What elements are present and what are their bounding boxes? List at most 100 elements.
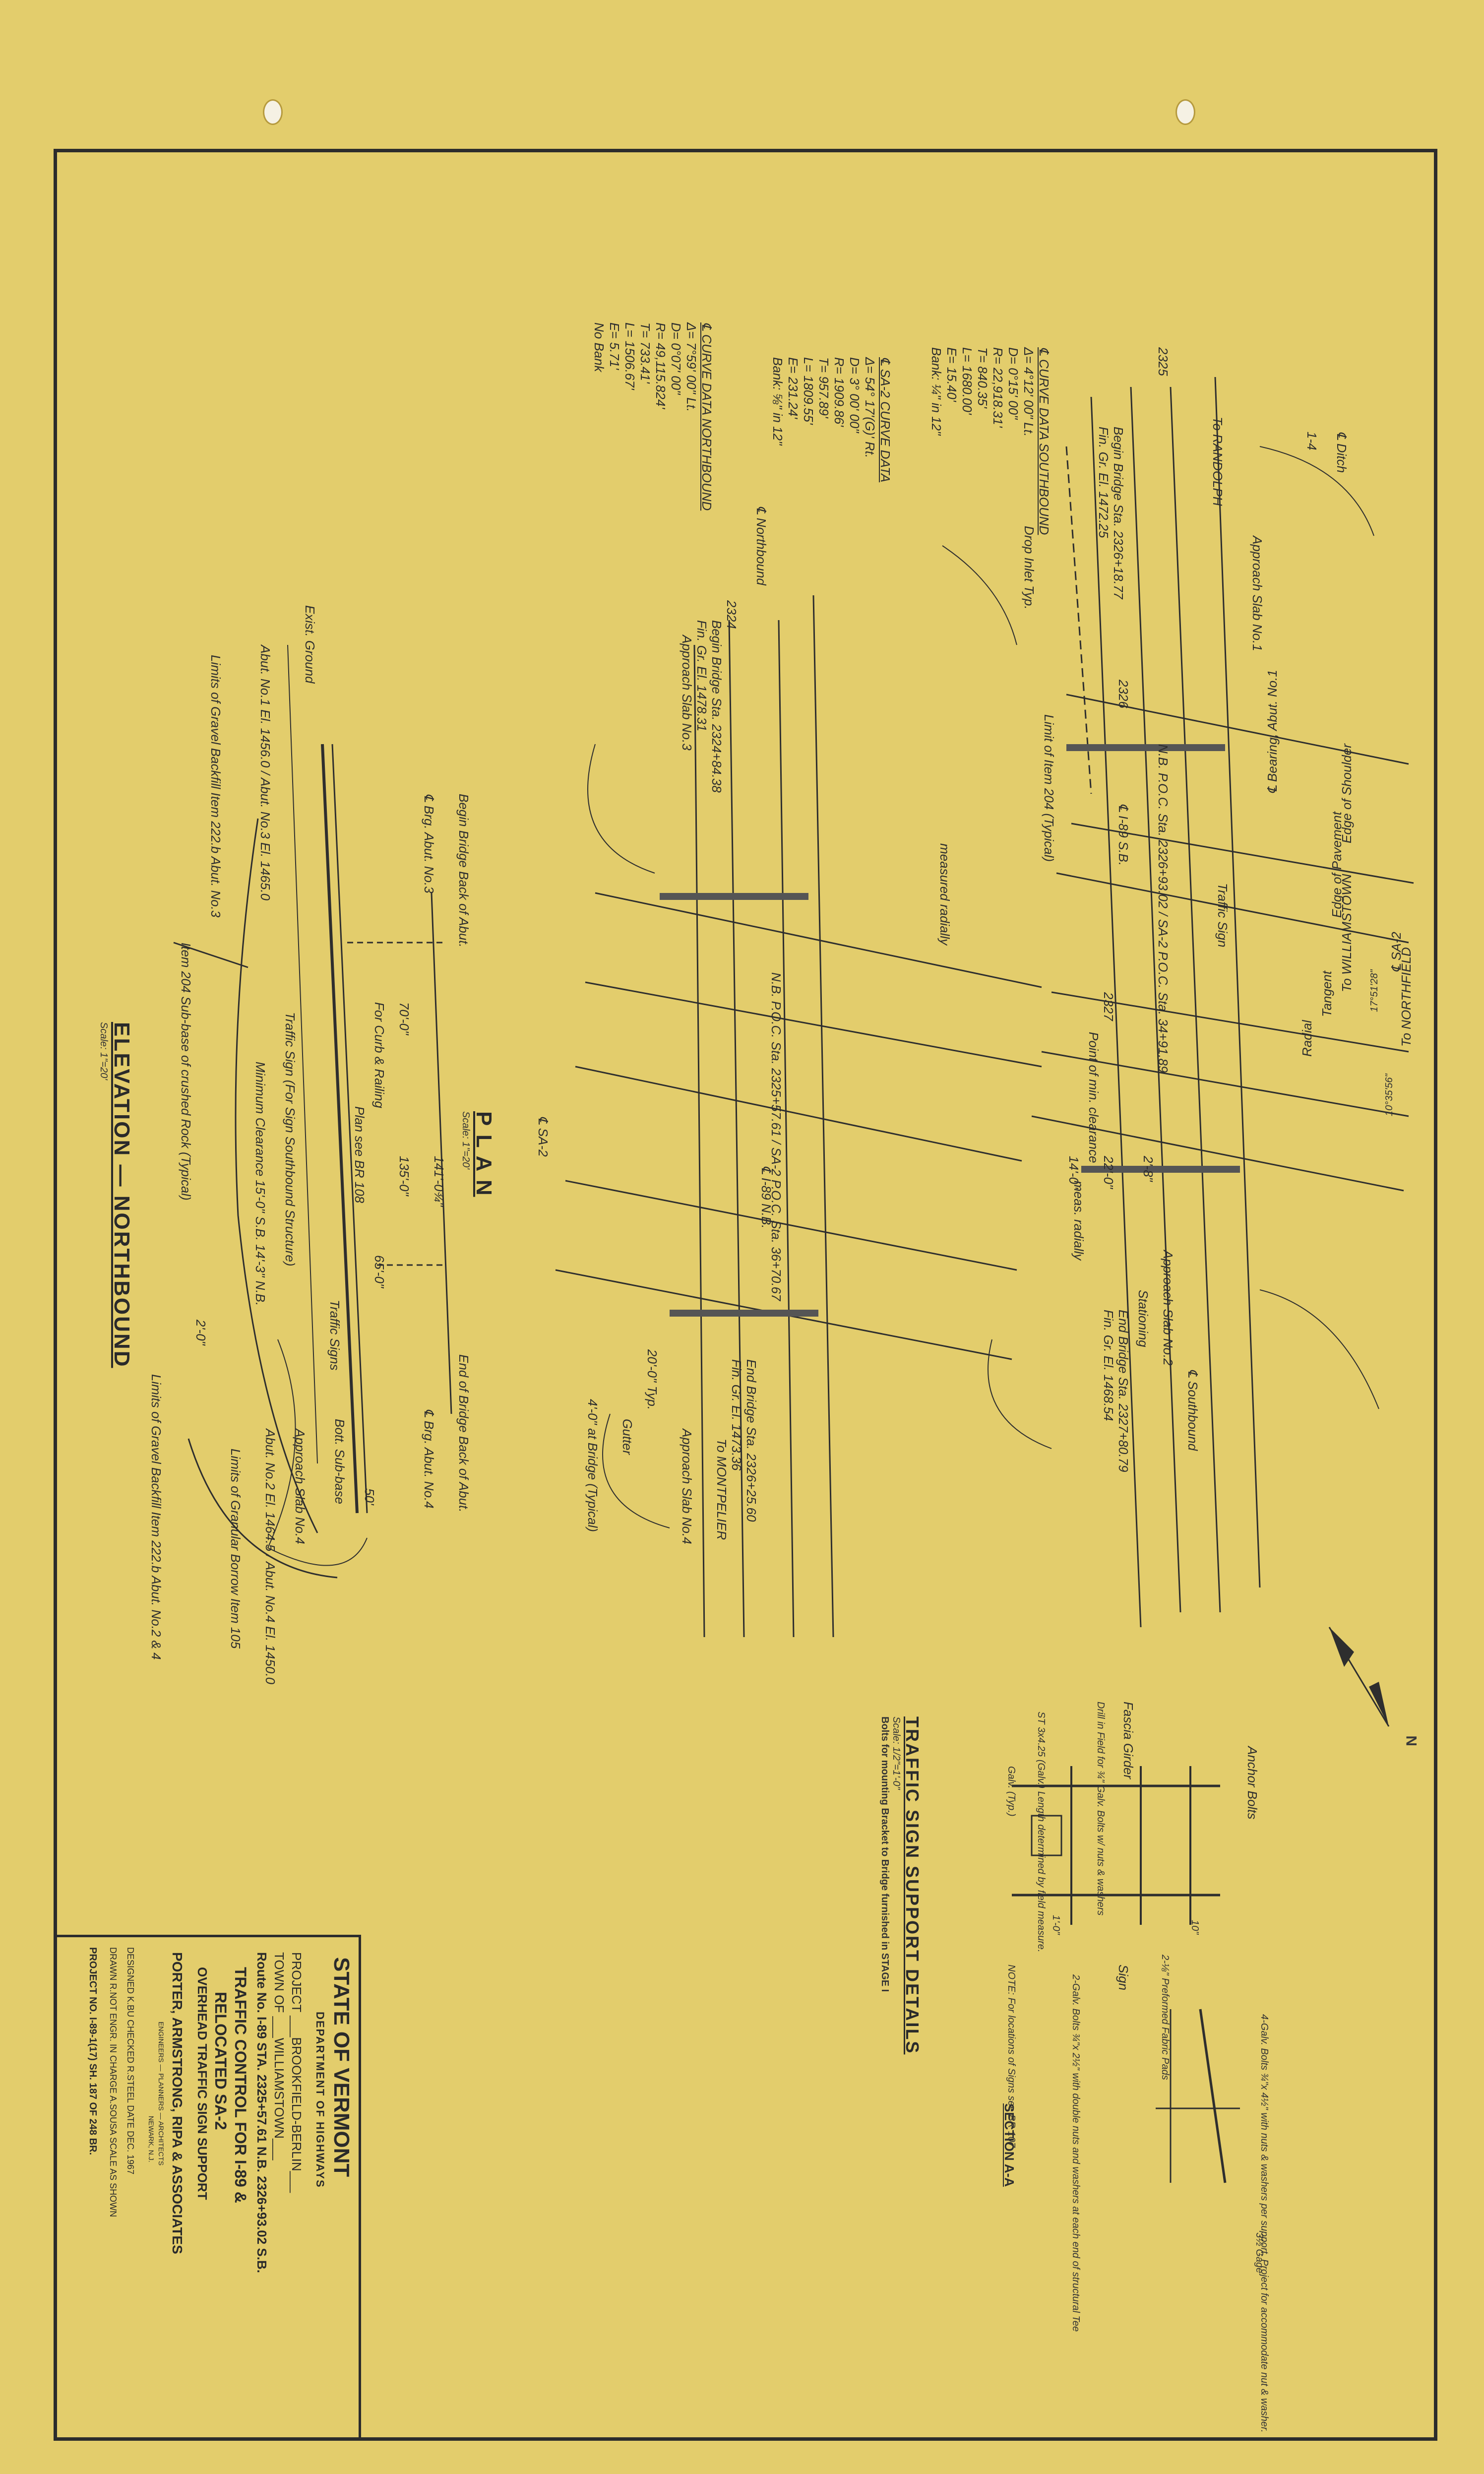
punch-hole: [263, 99, 283, 125]
drop-inlet-label: Drop Inlet Typ.: [1022, 526, 1037, 610]
sign-label: Sign: [1116, 1965, 1131, 1991]
project-line: PROJECT ___BROOKFIELD-BERLIN___: [289, 1952, 304, 2193]
north-arrow-label: N: [1404, 1735, 1420, 1746]
fabric-pads-note: 2-⅛" Preformed Fabric Pads: [1160, 1955, 1171, 2080]
bolts-note: 4-Galv. Bolts ¾"x 4½" with nuts & washer…: [1259, 2014, 1270, 2433]
plan-title: P L A N: [472, 1111, 496, 1197]
nb-bridge-abutment: [670, 1310, 818, 1317]
direction-label: To RANDOLPH: [1210, 417, 1225, 506]
begin-bridge-back-label: Begin Bridge Back of Abut.: [456, 794, 471, 948]
drawn-line: DRAWN R.NOT ENGR. IN CHARGE A.SOUSA SCAL…: [108, 1947, 118, 2218]
curve-sa2-line: L= 1809.55': [801, 357, 816, 425]
project-number: PROJECT NO. I-89-1(17) SH. 187 OF 248 BR…: [87, 1947, 98, 2156]
stationing-label: Stationing: [1136, 1290, 1151, 1347]
existing-ground-label: Exist. Ground: [303, 605, 317, 684]
plan-scale: Scale: 1"=20': [460, 1111, 471, 1170]
sb-bridge-abutment: [1081, 1166, 1240, 1173]
measured-label: measured radially: [937, 843, 952, 946]
radial-label: Radial: [1299, 1020, 1314, 1057]
curve-sb-line: E= 15.40': [944, 347, 959, 402]
centerline-label: ℄ I-89 N.B.: [759, 1166, 774, 1229]
sb-bridge-abutment: [1066, 744, 1225, 751]
station-label: 2326: [1116, 680, 1131, 708]
drawing-title-line: OVERHEAD TRAFFIC SIGN SUPPORT: [195, 1967, 210, 2200]
existing-ground-line: [235, 818, 318, 1533]
curve-nb-line: L= 1506.67': [622, 322, 637, 390]
curve-nb-line: T= 733.41': [638, 322, 653, 383]
drawing-border: [54, 149, 1437, 2441]
sb-edge-line: [1170, 386, 1221, 1613]
plan-reference-label: Plan see BR 108: [352, 1106, 367, 1204]
measured-label: meas. radially: [1071, 1181, 1086, 1261]
finish-grade-label: Fin. Gr. El. 1468.54: [1101, 1310, 1116, 1421]
ditch-label: ℄ Ditch: [1334, 432, 1349, 473]
plan-title-block: P L A N Scale: 1"=20': [460, 1111, 496, 1197]
granular-limit-label: Limits of Granular Borrow Item 105: [228, 1449, 243, 1649]
department-title: DEPARTMENT OF HIGHWAYS: [314, 2012, 326, 2188]
curve-sa2-line: E= 231.24': [786, 357, 801, 419]
curve-sb-line: D= 0°15' 00": [1006, 347, 1021, 420]
sb-edge-line: [1090, 396, 1142, 1628]
direction-label: To NORTHFIELD: [1399, 947, 1414, 1047]
drill-note: Drill in Field for ¾" Galv. Bolts w/ nut…: [1095, 1702, 1106, 1916]
curve-nb-line: Δ= 7°59' 00" Lt.: [684, 322, 699, 412]
section-title: SECTION A-A: [1002, 2103, 1017, 2187]
finish-grade-label: Fin. Gr. El. 1478.31: [694, 620, 709, 732]
direction-label: To WILLIAMSTOWN: [1339, 874, 1354, 992]
elevation-title: ELEVATION — NORTHBOUND: [110, 1022, 134, 1368]
dimension-label: 2'-8": [1141, 1156, 1156, 1182]
approach-slab-label: Approach Slab No.4: [293, 1429, 308, 1544]
approach-slab-label: Approach Slab No.3: [680, 635, 694, 751]
limit-label: Limit of Item 204 (Typical): [1042, 714, 1056, 862]
town-line: TOWN OF ___WILLIAMSTOWN___: [272, 1952, 287, 2160]
section-a-a-member: [1199, 2009, 1227, 2183]
dimension-label: 2'-0": [193, 1320, 208, 1345]
sb-edge-line: [1214, 377, 1261, 1588]
angle-label: 17°51'28": [1369, 969, 1380, 1012]
subbase-label: Item 204 Sub-base of crushed Rock (Typic…: [179, 943, 193, 1201]
firm-city: NEWARK, N.J.: [147, 2116, 155, 2162]
dimension-label: 65'-0": [372, 1255, 387, 1288]
curve-nb-line: No Bank: [592, 322, 607, 372]
drawing-title-line: TRAFFIC CONTROL FOR I-89 &: [232, 1967, 249, 2203]
curve-sb-line: R= 22,918.31': [990, 347, 1005, 428]
finish-grade-label: Fin. Gr. El. 1473.36: [729, 1359, 744, 1471]
dimension-label: 50': [362, 1488, 377, 1505]
poc-station-label: N.B. P.O.C. Sta. 2325+57.61 / SA-2 P.O.C…: [769, 972, 784, 1301]
traffic-detail-title: TRAFFIC SIGN SUPPORT DETAILS: [902, 1716, 923, 2055]
approach-slab-label: Approach Slab No.2: [1161, 1250, 1175, 1366]
designed-line: DESIGNED K.BU CHECKED R.STEEL DATE DEC. …: [125, 1947, 135, 2175]
slope-label: 1-4: [1304, 432, 1319, 450]
curve-data-sa2: ℄ SA-2 CURVE DATA Δ= 54° 17'(G)' Rt. D= …: [770, 357, 893, 482]
poc-station-label: N.B. P.O.C. Sta. 2326+93.02 / SA-2 P.O.C…: [1156, 744, 1171, 1073]
bearing-abutment-label: ℄ Brg. Abut. No.3: [422, 794, 436, 893]
nb-edge-line: [693, 644, 705, 1638]
nb-edge-line: [728, 620, 745, 1638]
curve-sa2-line: Δ= 54° 17'(G)' Rt.: [863, 357, 877, 458]
curve-sa2-title: ℄ SA-2 CURVE DATA: [878, 357, 893, 483]
station-label: 2327: [1101, 992, 1116, 1021]
firm-subtitle: ENGINEERS — PLANNERS — ARCHITECTS: [157, 2022, 165, 2166]
sa2-label: ℄ SA-2: [536, 1116, 551, 1157]
dimension-label: 20'-0" Typ.: [645, 1349, 660, 1410]
drawing-title-line: RELOCATED SA-2: [212, 1992, 230, 2130]
dimension-label: 22'-0": [1101, 1156, 1116, 1189]
elevation-title-block: ELEVATION — NORTHBOUND Scale: 1"=20': [98, 1022, 134, 1368]
curve-sb-line: L= 1680.00': [960, 347, 975, 415]
curve-data-southbound: ℄ CURVE DATA SOUTHBOUND Δ= 4°12' 00" Lt.…: [928, 347, 1051, 535]
curve-sa2-line: D= 3° 00' 00": [847, 357, 862, 433]
centerline-label: ℄ Southbound: [1185, 1369, 1200, 1451]
punch-hole: [1175, 99, 1195, 125]
bearing-abutment-label: ℄ Brg. Abut. No.4: [422, 1409, 436, 1509]
fascia-girder-label: Fascia Girder: [1121, 1702, 1136, 1779]
traffic-sign-label: Traffic Sign (For Sign Southbound Struct…: [283, 1012, 298, 1267]
traffic-sign-label: Traffic Sign: [1215, 883, 1230, 948]
curve-nb-line: D= 0°07' 00": [669, 322, 683, 395]
direction-label: To MONTPELIER: [714, 1439, 729, 1540]
gravel-limit-label: Limits of Gravel Backfill Item 222.b Abu…: [149, 1374, 164, 1660]
anchor-bolts-label: Anchor Bolts: [1245, 1746, 1260, 1820]
begin-bridge-label: Begin Bridge Sta. 2324+84.38: [709, 620, 724, 793]
abutment-elevation-label: Abut. No.2 El. 1464.5 / Abut. No.4 El. 1…: [263, 1429, 278, 1685]
elevation-scale: Scale: 1"=20': [98, 1022, 109, 1080]
